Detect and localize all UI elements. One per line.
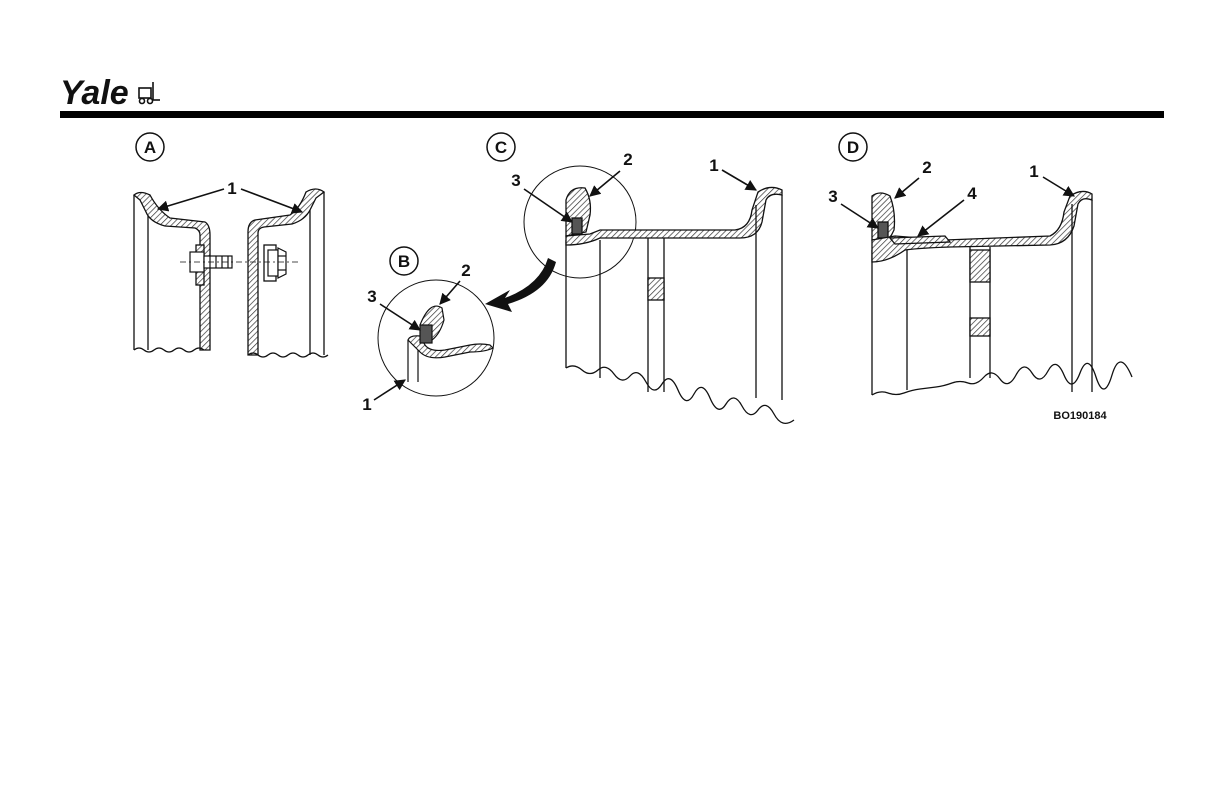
rim-c-section	[566, 187, 794, 423]
panel-b-arrow-2	[440, 281, 460, 304]
yale-logo: Yale	[60, 74, 160, 112]
panel-d-arrow-1	[1043, 177, 1074, 196]
panel-d: D 2 1 3 4	[828, 133, 1132, 395]
detail-circle-b	[378, 280, 494, 396]
detail-b-section	[408, 306, 493, 382]
panel-a-arrow-right	[241, 189, 302, 212]
panel-d-callout-3: 3	[828, 187, 837, 206]
logo-text: Yale	[60, 74, 129, 112]
panel-d-callout-1: 1	[1029, 162, 1038, 181]
panel-c-callout-2: 2	[623, 150, 632, 169]
panel-b-letter: B	[398, 252, 410, 271]
wheel-nut	[268, 248, 286, 278]
rim-right-half	[248, 189, 328, 357]
panel-d-letter: D	[847, 138, 859, 157]
figure-id: BO190184	[1053, 410, 1107, 422]
panel-a-callout-1: 1	[227, 179, 236, 198]
header-rule	[60, 111, 1164, 118]
panel-d-arrow-4	[918, 200, 964, 236]
panel-b-callout-2: 2	[461, 261, 470, 280]
panel-b-callout-3: 3	[367, 287, 376, 306]
rim-d-section	[872, 191, 1132, 395]
panel-c-callout-1: 1	[709, 156, 718, 175]
panel-b-arrow-3	[380, 304, 420, 330]
panel-d-callout-4: 4	[967, 184, 977, 203]
panel-a: A 1	[134, 133, 328, 357]
panel-b: B 2 3 1	[362, 247, 556, 414]
panel-d-arrow-2	[895, 178, 919, 198]
panel-c-arrow-1	[722, 170, 756, 190]
panel-b-arrow-1	[374, 380, 405, 400]
panel-b-callout-1: 1	[362, 395, 371, 414]
panel-a-letter: A	[144, 138, 156, 157]
panel-d-callout-2: 2	[922, 158, 931, 177]
panel-a-arrow-left	[158, 189, 224, 209]
panel-c-arrow-3	[524, 189, 572, 222]
forklift-icon	[139, 82, 160, 104]
panel-c: C 2 3 1	[487, 133, 794, 423]
panel-c-letter: C	[495, 138, 507, 157]
panel-c-callout-3: 3	[511, 171, 520, 190]
panel-c-arrow-2	[590, 171, 620, 196]
